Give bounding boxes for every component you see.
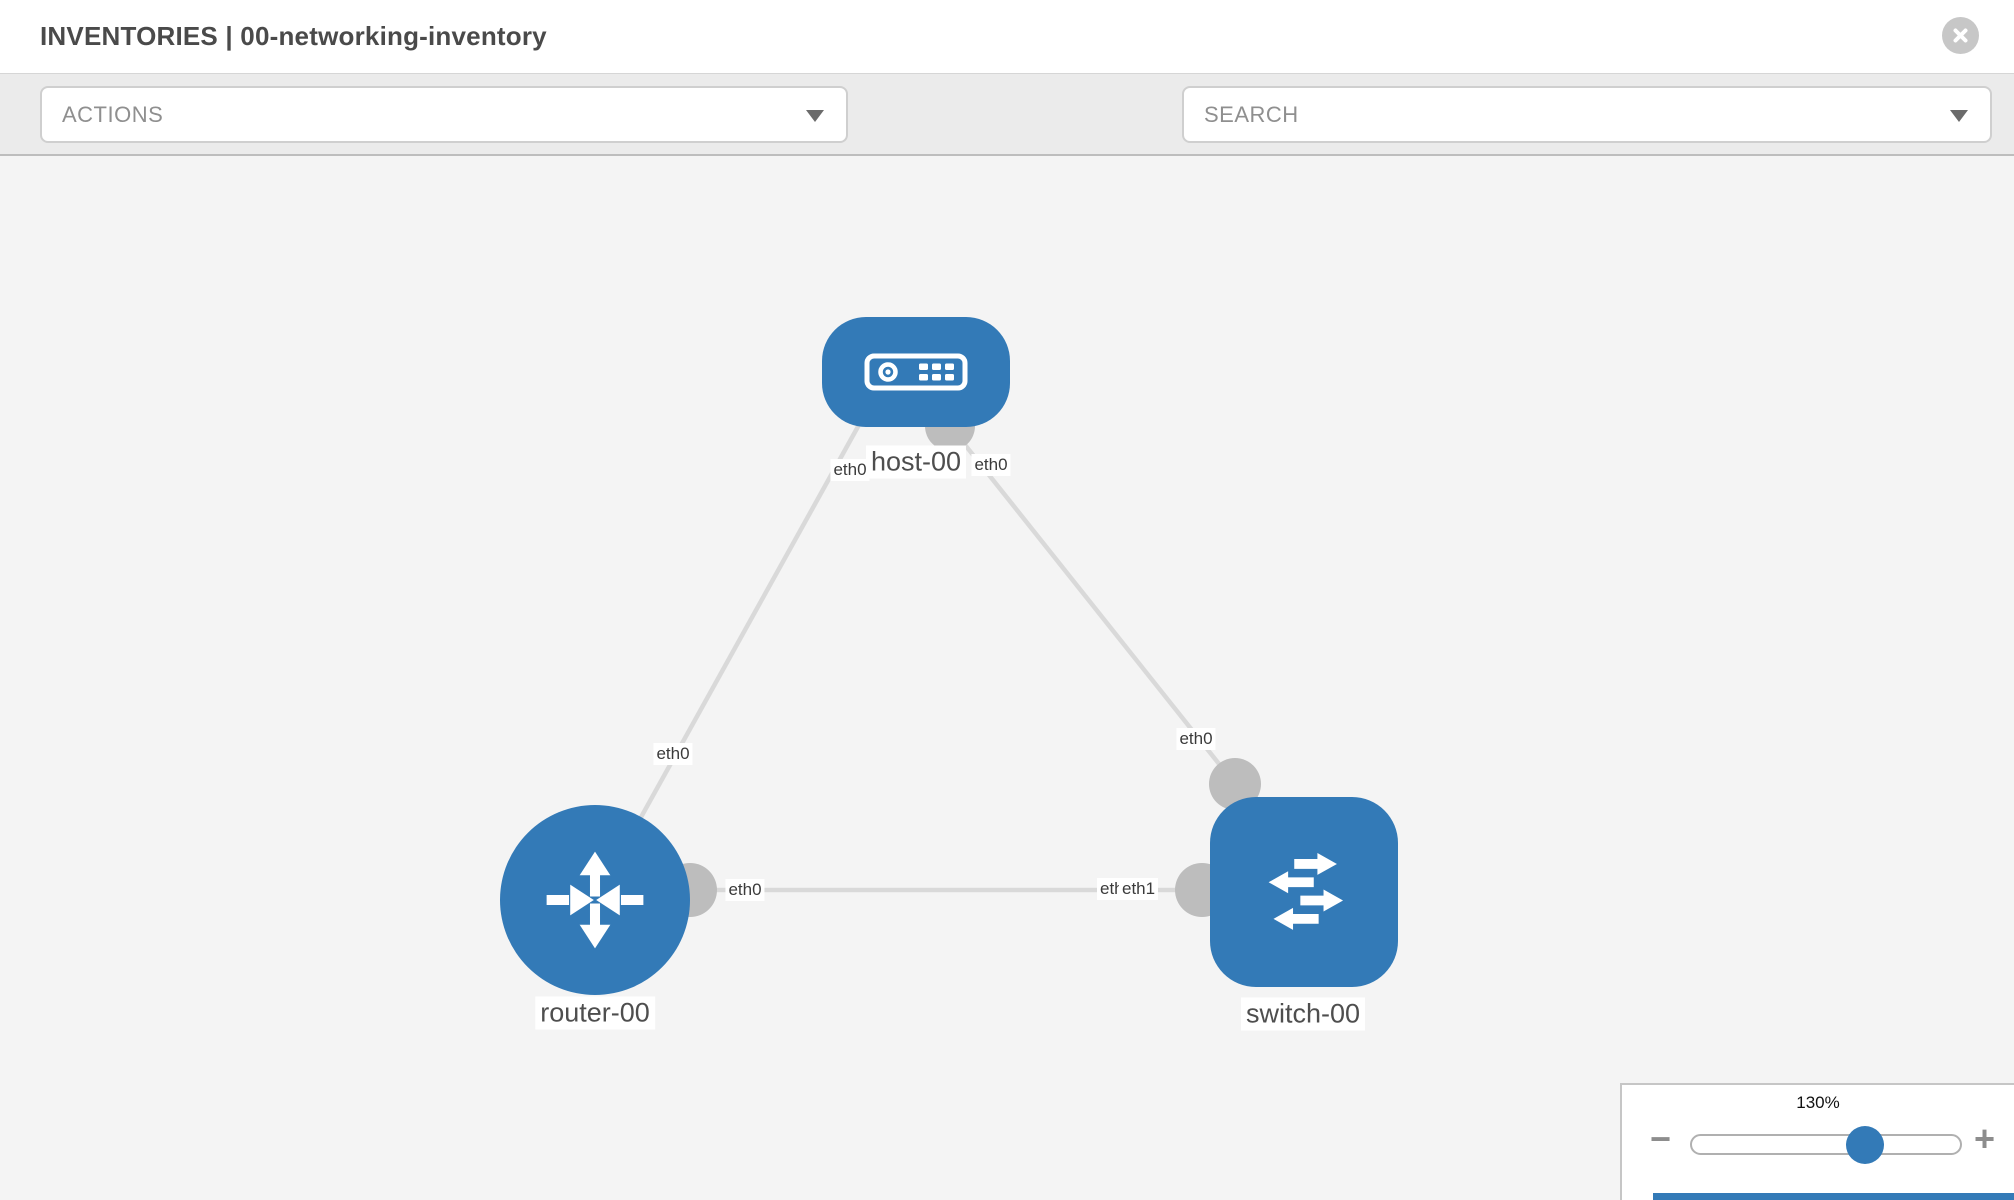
node-label-switch: switch-00 xyxy=(1240,997,1366,1031)
search-dropdown[interactable]: SEARCH xyxy=(1182,86,1992,143)
page-title: INVENTORIES | 00-networking-inventory xyxy=(40,21,547,51)
zoom-panel: 130% − + xyxy=(1620,1083,2014,1200)
interface-label-host-left: eth0 xyxy=(830,459,870,481)
node-host[interactable] xyxy=(822,317,1010,427)
node-label-router: router-00 xyxy=(535,996,655,1030)
node-router[interactable] xyxy=(500,805,690,995)
node-switch[interactable] xyxy=(1210,797,1398,987)
actions-dropdown[interactable]: ACTIONS xyxy=(40,86,848,143)
interface-label-router-right: eth0 xyxy=(725,879,765,901)
topology-canvas[interactable]: host-00 router-00 switch-00 eth0 eth0 et… xyxy=(0,156,2014,1200)
interface-label-host-right: eth0 xyxy=(971,454,1011,476)
zoom-level-label: 130% xyxy=(1796,1093,1840,1112)
interface-label-mid-eth1: eth1 xyxy=(1119,878,1159,900)
router-icon xyxy=(546,851,644,949)
zoom-out-button[interactable]: − xyxy=(1650,1118,1672,1159)
header: INVENTORIES | 00-networking-inventory xyxy=(0,0,2014,73)
host-icon xyxy=(864,353,968,391)
key-bar[interactable] xyxy=(1653,1193,2014,1200)
close-button[interactable] xyxy=(1942,17,1979,54)
zoom-in-button[interactable]: + xyxy=(1974,1118,1996,1159)
actions-dropdown-label: ACTIONS xyxy=(62,101,164,127)
search-dropdown-label: SEARCH xyxy=(1204,101,1299,127)
chevron-down-icon xyxy=(806,109,824,122)
interface-label-switch-link: eth0 xyxy=(1176,728,1216,750)
link-host-switch[interactable] xyxy=(948,424,1237,786)
zoom-slider[interactable] xyxy=(1690,1134,1962,1155)
close-icon xyxy=(1953,28,1968,43)
toolbar: ACTIONS SEARCH xyxy=(0,73,2014,203)
node-label-host: host-00 xyxy=(865,445,967,479)
switch-icon xyxy=(1268,852,1344,930)
chevron-down-icon xyxy=(1950,109,1968,122)
link-host-router[interactable] xyxy=(593,394,877,902)
zoom-slider-thumb[interactable] xyxy=(1846,1126,1884,1164)
interface-label-router-link: eth0 xyxy=(653,743,693,765)
